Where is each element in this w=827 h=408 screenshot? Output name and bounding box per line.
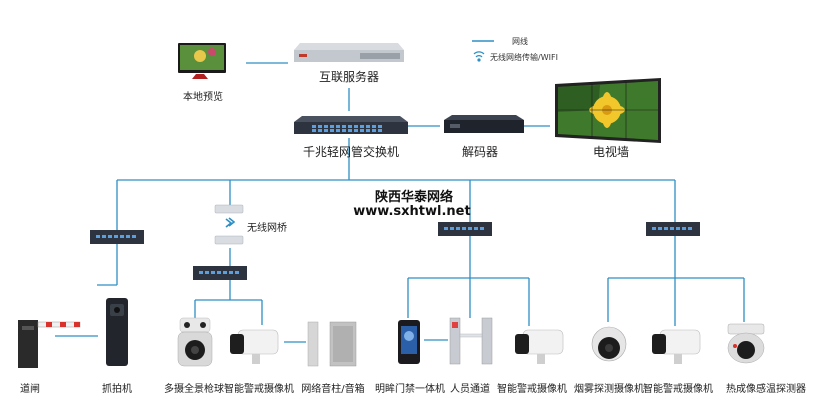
speaker-column-icon	[307, 321, 357, 367]
decoder-icon	[444, 115, 524, 133]
legend	[472, 40, 494, 62]
label-thermal-camera: 热成像感温探测器	[726, 384, 806, 395]
label-wireless-bridge: 无线网桥	[247, 223, 287, 234]
bullet-camera-icon	[230, 329, 279, 364]
thermal-camera-icon	[727, 323, 765, 364]
label-speaker-column: 网络音柱/音箱	[301, 384, 365, 395]
legend-wired-label: 网线	[512, 37, 528, 46]
label-local-preview: 本地预览	[183, 92, 223, 103]
barrier-gate-icon	[18, 320, 81, 368]
wifi-icon	[473, 51, 485, 62]
label-smart-alert-camera-3: 智能警戒摄像机	[643, 384, 713, 395]
switch-icon	[646, 222, 700, 236]
label-smart-alert-camera-2: 智能警戒摄像机	[497, 384, 567, 395]
pedestrian-gate-icon	[449, 317, 493, 365]
label-smart-alert-camera-1: 智能警戒摄像机	[224, 384, 294, 395]
server-icon	[294, 43, 404, 62]
panorama-ball-camera-icon	[177, 317, 213, 367]
watermark-company: 陕西华泰网络	[374, 190, 454, 205]
switch-icon	[90, 230, 144, 244]
switch-icon	[193, 266, 247, 280]
capture-camera-icon	[106, 298, 128, 366]
watermark-url: www.sxhtwl.net	[353, 204, 471, 219]
label-decoder: 解码器	[461, 145, 499, 159]
network-links	[55, 62, 745, 343]
label-face-access: 明眸门禁一体机	[375, 384, 445, 395]
bullet-camera-icon	[652, 329, 701, 364]
legend-wireless-label: 无线网络传输/WIFI	[490, 53, 558, 62]
video-wall-icon	[555, 78, 661, 143]
switch-icon	[294, 116, 408, 134]
label-barrier-gate: 道闸	[20, 384, 40, 395]
label-video-wall: 电视墙	[592, 145, 630, 159]
label-panorama-ball: 多摄全景枪球	[164, 384, 224, 395]
label-internet-server: 互联服务器	[318, 70, 380, 84]
label-gigabit-switch: 千兆轻网管交换机	[302, 145, 400, 159]
label-capture-camera: 抓拍机	[102, 384, 132, 395]
label-smoke-camera: 烟雾探测摄像机	[574, 384, 644, 395]
label-pedestrian-gate: 人员通道	[450, 384, 490, 395]
monitor-icon	[178, 43, 226, 79]
bullet-camera-icon	[515, 329, 564, 364]
smoke-camera-icon	[591, 326, 627, 362]
face-terminal-icon	[398, 320, 420, 364]
switch-icon	[438, 222, 492, 236]
wireless-bridge-icon	[214, 204, 244, 245]
